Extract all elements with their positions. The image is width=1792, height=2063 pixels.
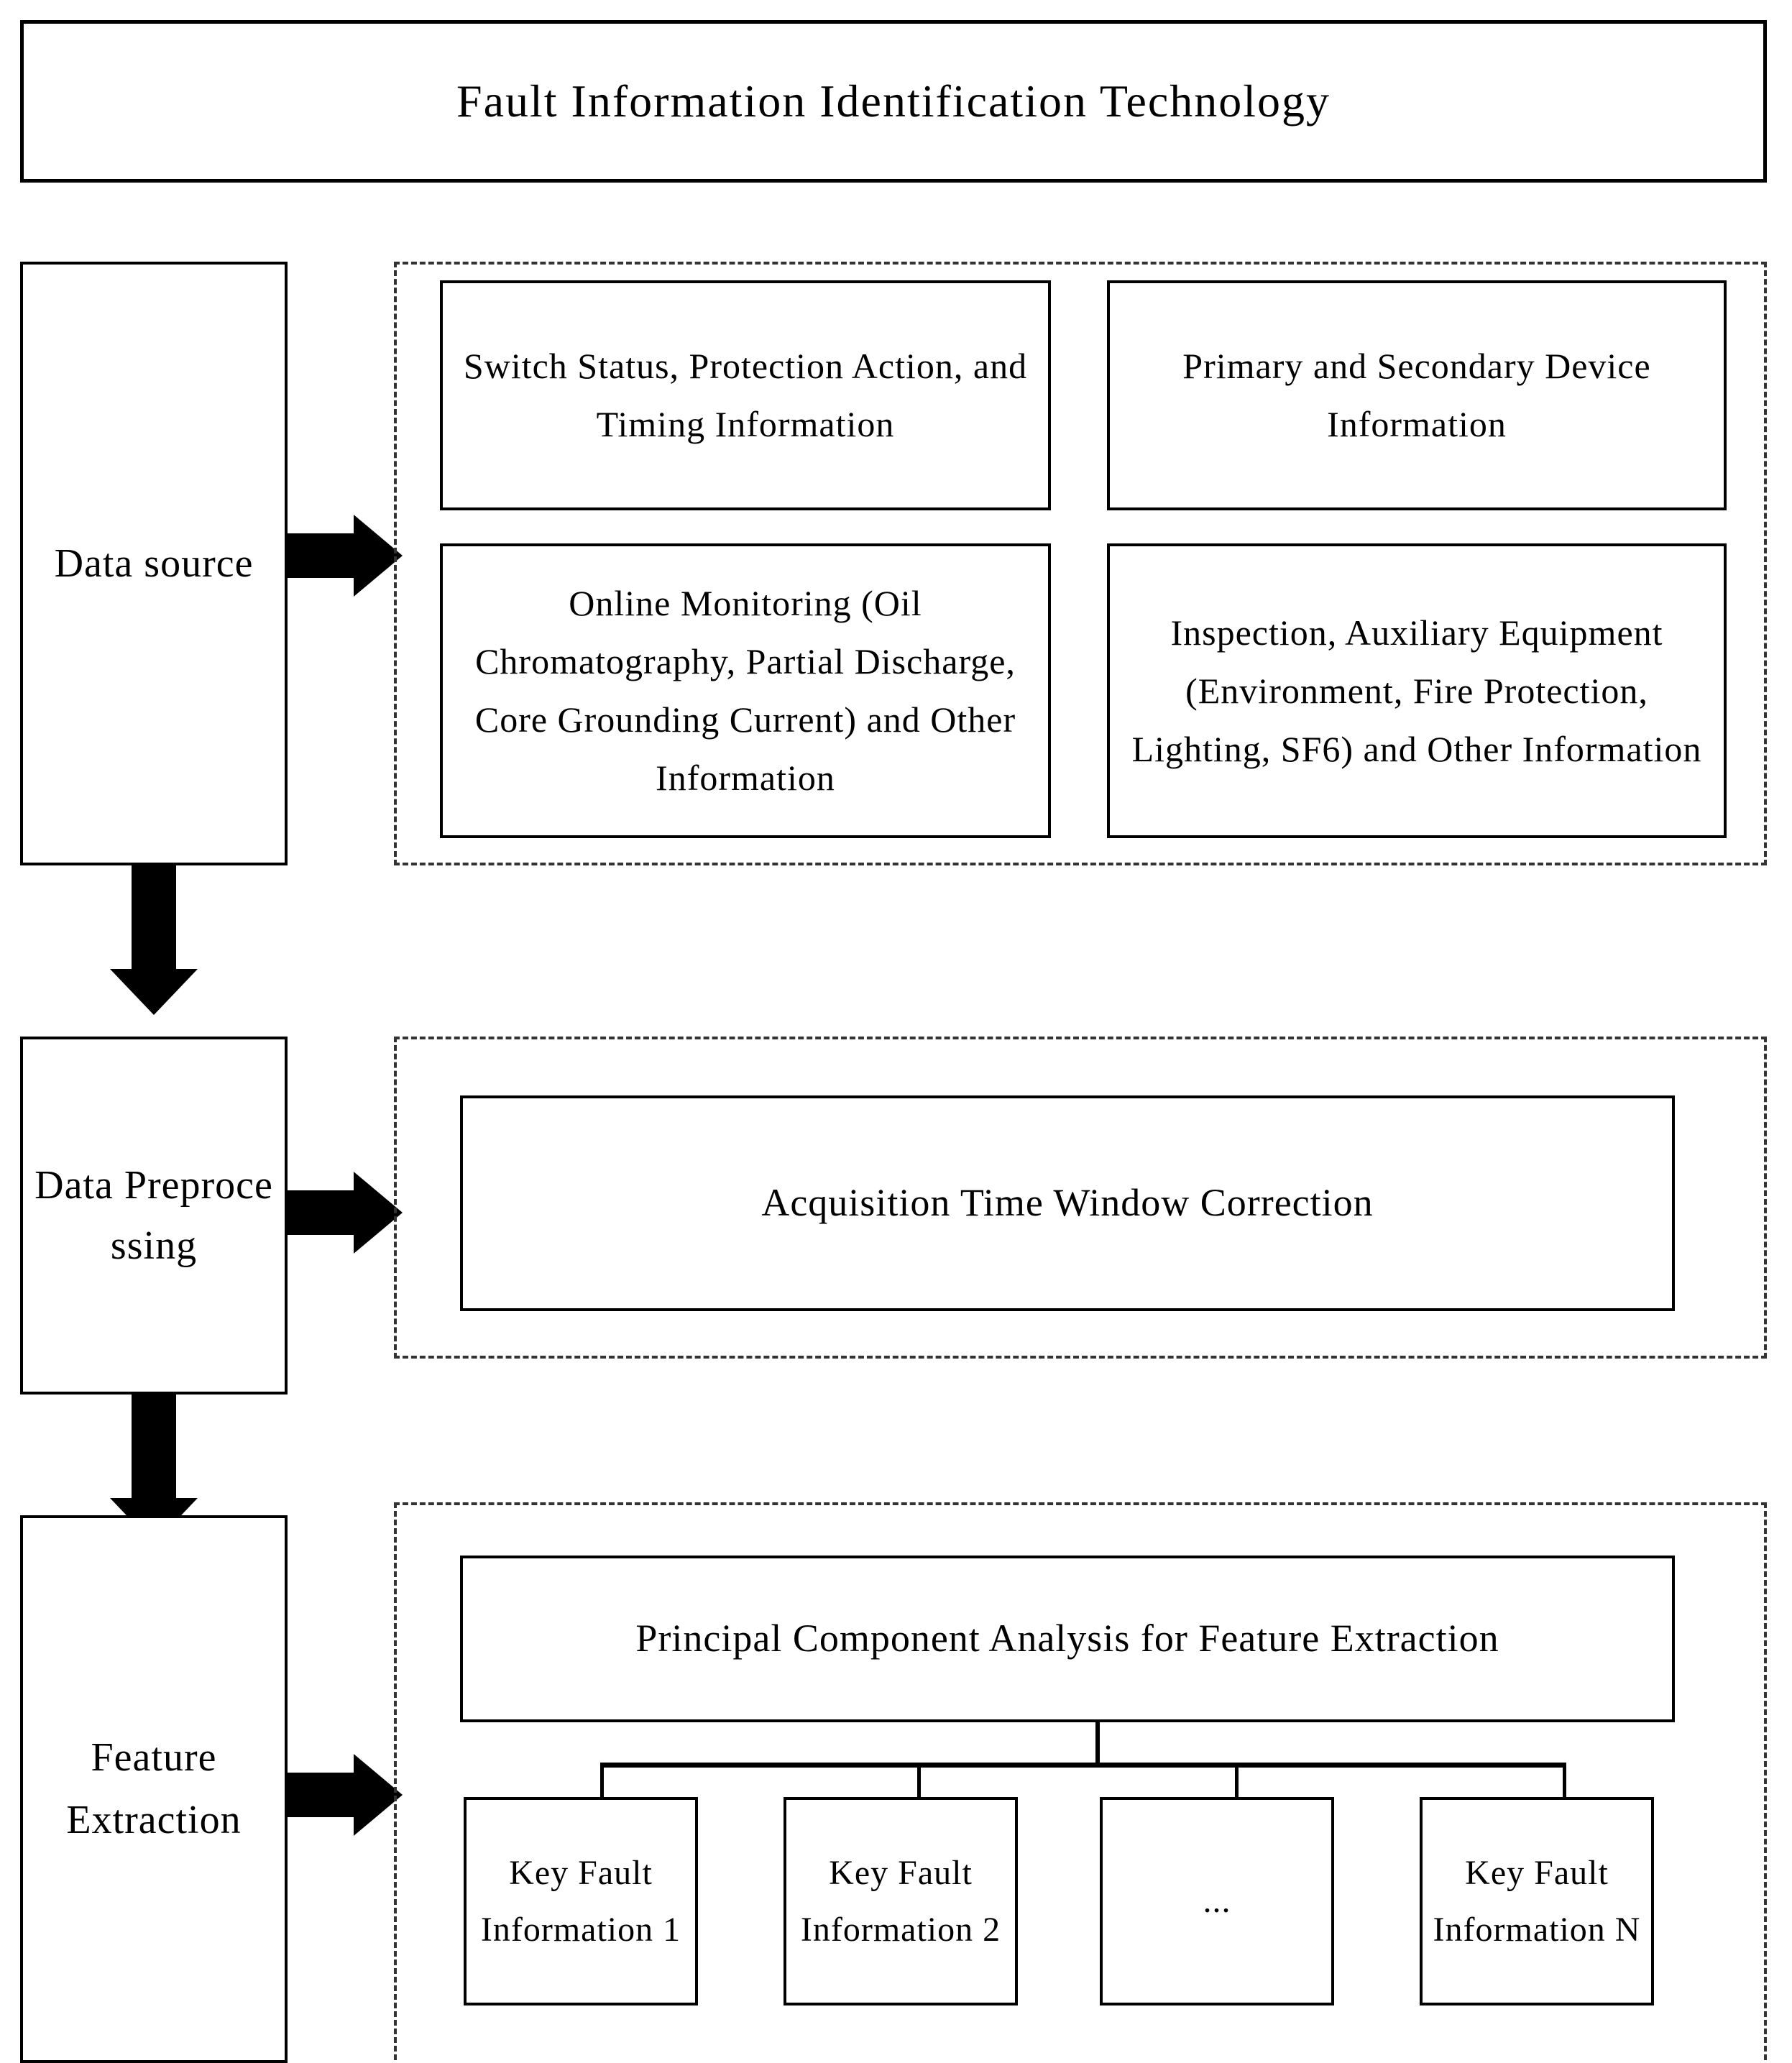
data-source-item-online-monitoring-text: Online Monitoring (Oil Chromatography, P… xyxy=(474,583,1016,798)
key-fault-information-n-text: Key Fault Information N xyxy=(1433,1853,1641,1949)
data-source-item-inspection-auxiliary-text: Inspection, Auxiliary Equipment (Environ… xyxy=(1131,612,1702,769)
data-source-item-switch-status: Switch Status, Protection Action, and Ti… xyxy=(440,280,1051,510)
data-source-item-inspection-auxiliary: Inspection, Auxiliary Equipment (Environ… xyxy=(1107,543,1727,838)
data-source-item-switch-status-text: Switch Status, Protection Action, and Ti… xyxy=(463,346,1028,444)
connector-drop-4 xyxy=(1563,1765,1566,1810)
key-fault-information-2: Key Fault Information 2 xyxy=(784,1797,1018,2005)
stage-label-feature-extraction-text: Feature Extraction xyxy=(66,1735,242,1842)
feature-extraction-method-pca: Principal Component Analysis for Feature… xyxy=(460,1556,1675,1722)
connector-drop-3 xyxy=(1235,1765,1239,1810)
data-source-item-online-monitoring: Online Monitoring (Oil Chromatography, P… xyxy=(440,543,1051,838)
data-source-item-primary-secondary-device-text: Primary and Secondary Device Information xyxy=(1182,346,1651,444)
arrow-down-to-preprocessing-icon xyxy=(110,865,198,1038)
arrow-shaft xyxy=(132,865,176,973)
data-source-group-container xyxy=(394,262,1767,865)
arrow-shaft xyxy=(288,1190,358,1235)
stage-label-data-preprocessing: Data Preprocessing xyxy=(20,1037,288,1395)
arrow-shaft xyxy=(288,533,358,578)
key-fault-information-2-text: Key Fault Information 2 xyxy=(800,1853,1001,1949)
preprocessing-item-acquisition-time-window-correction-text: Acquisition Time Window Correction xyxy=(761,1181,1374,1225)
connector-stem xyxy=(1095,1722,1100,1767)
key-fault-information-ellipsis: ... xyxy=(1100,1797,1334,2005)
diagram-title-box: Fault Information Identification Technol… xyxy=(20,20,1767,183)
stage-label-data-source-text: Data source xyxy=(54,541,254,586)
data-source-item-primary-secondary-device: Primary and Secondary Device Information xyxy=(1107,280,1727,510)
arrow-right-data-source-icon xyxy=(288,515,403,597)
stage-label-data-source: Data source xyxy=(20,262,288,865)
connector-drop-2 xyxy=(917,1765,921,1810)
key-fault-information-1-text: Key Fault Information 1 xyxy=(480,1853,681,1949)
arrow-head xyxy=(110,969,198,1015)
diagram-title-text: Fault Information Identification Technol… xyxy=(456,75,1331,127)
key-fault-information-1: Key Fault Information 1 xyxy=(464,1797,698,2005)
arrow-shaft xyxy=(288,1773,358,1817)
connector-bar xyxy=(600,1763,1566,1768)
arrow-shaft xyxy=(132,1395,176,1502)
preprocessing-item-acquisition-time-window-correction: Acquisition Time Window Correction xyxy=(460,1095,1675,1311)
stage-label-feature-extraction: Feature Extraction xyxy=(20,1515,288,2063)
data-preprocessing-group-container xyxy=(394,1037,1767,1359)
key-fault-information-ellipsis-text: ... xyxy=(1203,1882,1231,1921)
arrow-right-feature-extraction-icon xyxy=(288,1754,403,1836)
connector-drop-1 xyxy=(600,1765,604,1810)
key-fault-information-n: Key Fault Information N xyxy=(1420,1797,1654,2005)
stage-label-data-preprocessing-text: Data Preprocessing xyxy=(35,1163,273,1268)
feature-extraction-group-container xyxy=(394,1502,1767,2063)
arrow-right-data-preprocessing-icon xyxy=(288,1172,403,1254)
feature-extraction-method-pca-text: Principal Component Analysis for Feature… xyxy=(635,1617,1499,1660)
